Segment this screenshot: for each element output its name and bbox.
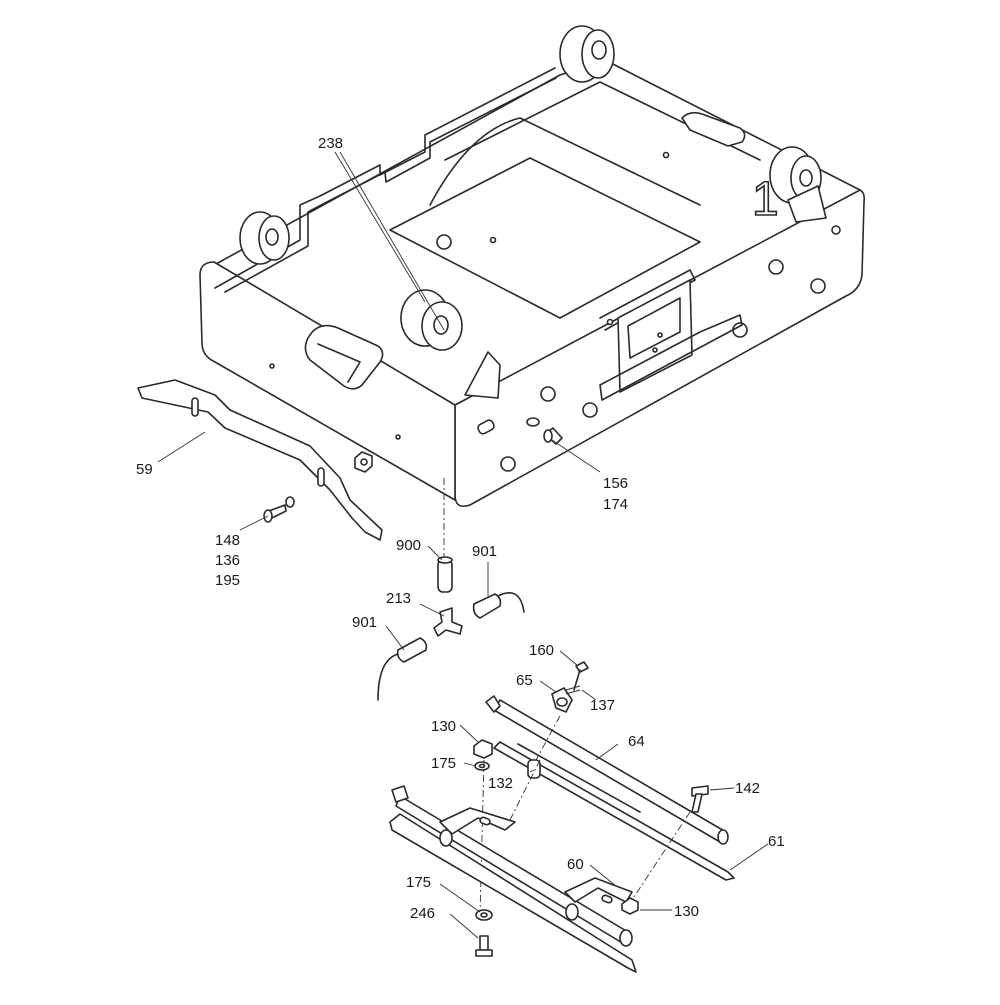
rod-64: [485, 695, 729, 845]
tee-213: [433, 607, 463, 637]
label-174: 174: [603, 496, 628, 513]
hose-901-right: [472, 592, 525, 619]
label-175-top: 175: [431, 755, 456, 772]
label-246: 246: [410, 905, 435, 922]
washer-175-top: [474, 761, 490, 771]
nut-on-bracket: [354, 451, 373, 473]
label-59: 59: [136, 461, 153, 478]
label-64: 64: [628, 733, 645, 750]
label-142: 142: [735, 780, 760, 797]
roller-238: [400, 289, 463, 351]
label-65: 65: [516, 672, 533, 689]
nut-130-bottom: [621, 897, 639, 915]
bolt-142: [691, 785, 709, 813]
washer-175-bottom: [475, 909, 493, 921]
label-137: 137: [590, 697, 615, 714]
frame-60: [389, 785, 637, 973]
spacer-132: [527, 759, 541, 779]
label-213: 213: [386, 590, 411, 607]
label-160: 160: [529, 642, 554, 659]
label-130-bottom: 130: [674, 903, 699, 920]
label-195: 195: [215, 572, 240, 589]
bolt-148-136-195: [263, 496, 295, 523]
label-132: 132: [488, 775, 513, 792]
part-labels: 238 59 156 174 148 136 195 900 901 213 9…: [136, 135, 785, 922]
label-900: 900: [396, 537, 421, 554]
label-148: 148: [215, 532, 240, 549]
roller-top: [559, 25, 615, 83]
nut-130-top: [473, 739, 493, 759]
label-60: 60: [567, 856, 584, 873]
bracket-59: [137, 379, 383, 541]
bolt-160-137: [565, 661, 589, 695]
label-901-left: 901: [352, 614, 377, 631]
label-238: 238: [318, 135, 343, 152]
roller-right: [769, 146, 827, 223]
bolt-246: [475, 935, 493, 957]
label-156: 156: [603, 475, 628, 492]
rod-61: [493, 741, 735, 881]
tube-900: [437, 556, 453, 593]
label-175-bottom: 175: [406, 874, 431, 891]
roller-left: [239, 211, 290, 265]
bolt-156-174: [526, 417, 563, 445]
label-61: 61: [768, 833, 785, 850]
hose-901-left: [377, 637, 428, 701]
label-901-right: 901: [472, 543, 497, 560]
label-136: 136: [215, 552, 240, 569]
label-130-top: 130: [431, 718, 456, 735]
leader-lines: [157, 151, 769, 939]
main-frame: 1: [199, 59, 866, 508]
